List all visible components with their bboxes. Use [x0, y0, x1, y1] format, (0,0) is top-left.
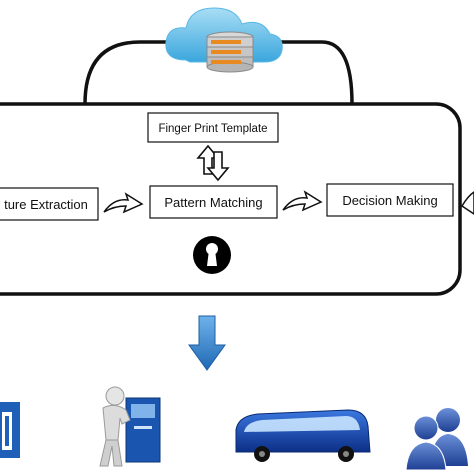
cloud-database-icon: [165, 7, 283, 73]
template-box-label: Finger Print Template: [158, 123, 267, 135]
door-panel-icon: [0, 402, 20, 458]
up-down-arrows-icon: [196, 144, 230, 182]
step-label: Pattern Matching: [164, 195, 262, 210]
top-loop-connector: [83, 40, 354, 105]
flow-arrow-icon: [282, 190, 323, 212]
blue-down-arrow-icon: [188, 315, 226, 371]
bus-icon: [235, 409, 371, 462]
template-box: Finger Print Template: [147, 112, 279, 143]
step-box-pattern-matching: Pattern Matching: [149, 185, 278, 219]
step-box-decision-making: Decision Making: [326, 183, 454, 217]
database-icon: [206, 31, 254, 73]
step-box-feature-extraction: ture Extraction: [0, 187, 99, 221]
process-container: [0, 102, 462, 296]
flow-arrow-icon: [103, 192, 144, 214]
step-label: Decision Making: [342, 193, 437, 208]
atm-user-icon: [99, 386, 161, 467]
users-group-icon: [405, 408, 468, 471]
step-label: ture Extraction: [4, 197, 88, 212]
flow-arrow-icon: [460, 191, 474, 215]
keyhole-lock-icon: [193, 236, 231, 274]
